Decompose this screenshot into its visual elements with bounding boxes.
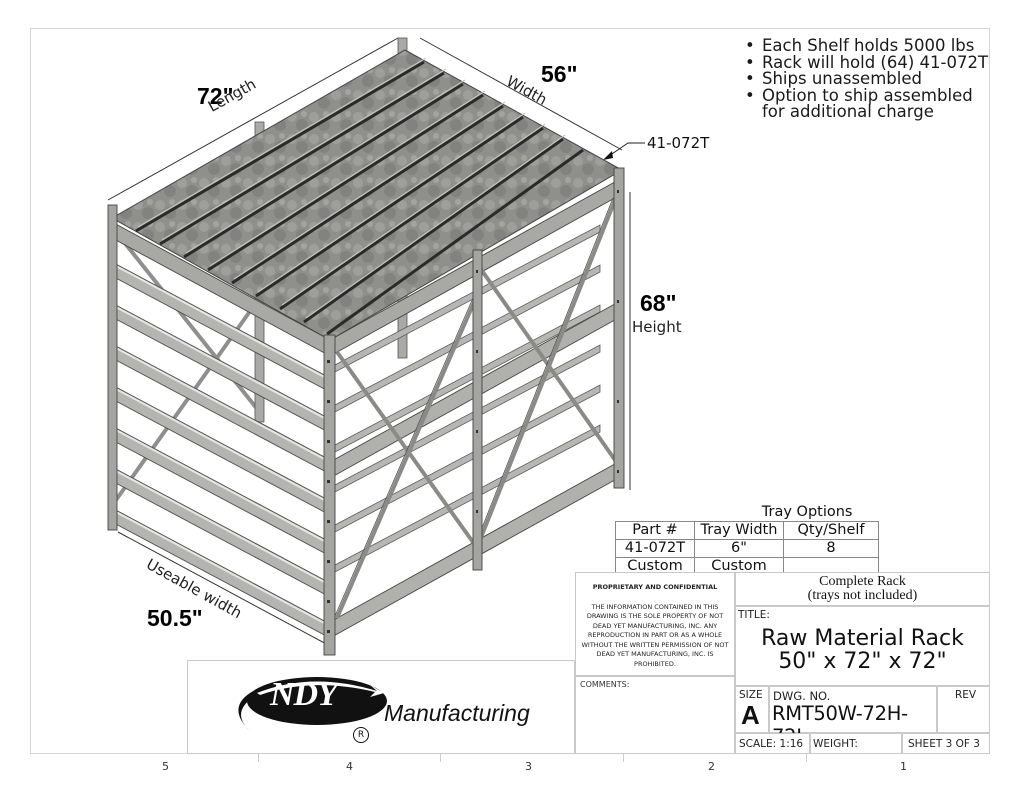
right-face-bracing-edges	[334, 197, 614, 617]
drawing-title-line-1: Raw Material Rack	[761, 626, 964, 651]
logo-mark: NDY	[270, 676, 338, 713]
note-item: Each Shelf holds 5000 lbs	[745, 37, 988, 55]
zone-tick	[806, 754, 807, 762]
zone-tick	[440, 754, 441, 762]
drawing-title-line-2: 50" x 72" x 72"	[778, 649, 947, 674]
notes-list: Each Shelf holds 5000 lbs Rack will hold…	[745, 37, 988, 121]
tray-options-title: Tray Options	[615, 504, 879, 522]
zone-tick	[623, 754, 624, 762]
note-item-continued: for additional charge	[762, 102, 934, 121]
proprietary-notice: THE INFORMATION CONTAINED IN THIS DRAWIN…	[581, 602, 729, 668]
zone-label: 2	[708, 760, 715, 773]
height-dimension-label: Height	[632, 318, 682, 336]
ndy-logo-swoosh	[238, 677, 387, 733]
zone-label: 4	[346, 760, 353, 773]
dwg-no-label: DWG. NO.	[773, 689, 831, 703]
note-item: Rack will hold (64) 41-072T	[745, 54, 988, 72]
front-uprights	[107, 167, 625, 656]
logo-company-name: Manufacturing	[384, 700, 530, 726]
table-cell: Custom	[694, 557, 784, 576]
left-face-beam-highlights	[113, 264, 329, 626]
left-face-beams	[111, 261, 331, 639]
scale-cell: SCALE: 1:16	[735, 733, 810, 754]
upright-bolts	[327, 190, 619, 633]
length-dimension-value: 72"	[197, 83, 234, 109]
height-dimension-value: 68"	[640, 290, 677, 316]
table-cell: 41-072T	[615, 539, 695, 558]
table-cell: 6"	[694, 539, 784, 558]
registered-mark: R	[353, 727, 369, 743]
table-cell: 8	[783, 539, 879, 558]
zone-label: 5	[162, 760, 169, 773]
size-value: A	[741, 700, 760, 730]
drawing-number-cell: DWG. NO. RMT50W-72H-72L	[769, 686, 937, 748]
size-cell: SIZE A	[735, 686, 769, 733]
column-header: Tray Width	[694, 521, 784, 540]
zone-label: 3	[525, 760, 532, 773]
width-dimension-value: 56"	[541, 61, 578, 87]
logo-block: NDY R Manufacturing	[187, 660, 575, 754]
table-row: 41-072T 6" 8	[615, 539, 879, 558]
comments-label: COMMENTS:	[580, 680, 630, 689]
sheet-cell: SHEET 3 OF 3	[902, 733, 990, 754]
size-label: SIZE	[739, 689, 763, 701]
zone-tick	[258, 754, 259, 762]
note-item: Option to ship assembled	[745, 87, 988, 105]
revision-cell: REV	[937, 686, 990, 733]
title-label: TITLE:	[738, 609, 770, 621]
description-line-2: (trays not included)	[807, 588, 918, 603]
callout-leader	[603, 142, 645, 160]
right-face-bracing	[335, 199, 617, 619]
proprietary-heading: PROPRIETARY AND CONFIDENTIAL	[592, 583, 718, 591]
comments-block: COMMENTS:	[575, 676, 735, 754]
useable-width-value: 50.5"	[147, 605, 203, 631]
tray-part-callout: 41-072T	[647, 134, 710, 152]
sheet-number: SHEET 3 OF 3	[908, 738, 980, 750]
scale-value: SCALE: 1:16	[739, 738, 804, 750]
column-header: Part #	[615, 521, 695, 540]
rev-label: REV	[955, 689, 977, 701]
description-line-1: Complete Rack	[819, 574, 906, 589]
tray-deck	[110, 49, 624, 341]
weight-label: WEIGHT:	[813, 738, 858, 750]
column-header: Qty/Shelf	[783, 521, 879, 540]
title-block: TITLE: Raw Material Rack 50" x 72" x 72"	[735, 606, 990, 686]
proprietary-block: PROPRIETARY AND CONFIDENTIAL THE INFORMA…	[575, 572, 735, 676]
description-block: Complete Rack (trays not included)	[735, 572, 990, 606]
drawing-title: Raw Material Rack 50" x 72" x 72"	[736, 627, 989, 673]
note-item: Ships unassembled	[745, 70, 988, 88]
tray-options-table: Tray Options Part # Tray Width Qty/Shelf…	[615, 504, 879, 576]
weight-cell: WEIGHT:	[810, 733, 902, 754]
dimension-lines	[107, 37, 631, 647]
zone-label: 1	[900, 760, 907, 773]
